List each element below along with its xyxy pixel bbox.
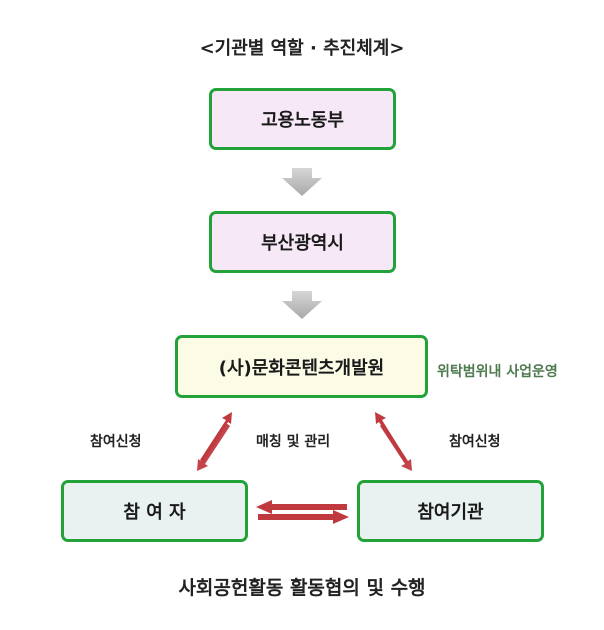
- left-double-arrow: [197, 412, 232, 471]
- node-city: 부산광역시: [209, 211, 396, 273]
- down-arrow-1: [282, 168, 322, 196]
- horizontal-double-arrow: [256, 500, 349, 524]
- node-institute-label: (사)문화콘텐츠개발원: [218, 357, 385, 379]
- node-participant-label: 참 여 자: [123, 502, 186, 523]
- node-city-label: 부산광역시: [261, 233, 344, 254]
- label-matching: 매칭 및 관리: [256, 434, 331, 450]
- down-arrow-2: [282, 291, 322, 319]
- label-apply-right: 참여신청: [449, 434, 501, 450]
- node-ministry-label: 고용노동부: [261, 110, 344, 131]
- node-institute: (사)문화콘텐츠개발원: [175, 335, 428, 398]
- node-ministry: 고용노동부: [209, 88, 396, 150]
- label-consignment: 위탁범위내 사업운영: [437, 364, 558, 380]
- right-double-arrow: [375, 412, 412, 471]
- node-participant: 참 여 자: [61, 480, 248, 542]
- label-apply-left: 참여신청: [90, 434, 142, 450]
- node-organization-label: 참여기관: [417, 502, 484, 523]
- diagram-title: <기관별 역할 · 추진체계>: [199, 38, 405, 59]
- footer-caption: 사회공헌활동 활동협의 및 수행: [178, 577, 426, 599]
- node-organization: 참여기관: [357, 480, 544, 542]
